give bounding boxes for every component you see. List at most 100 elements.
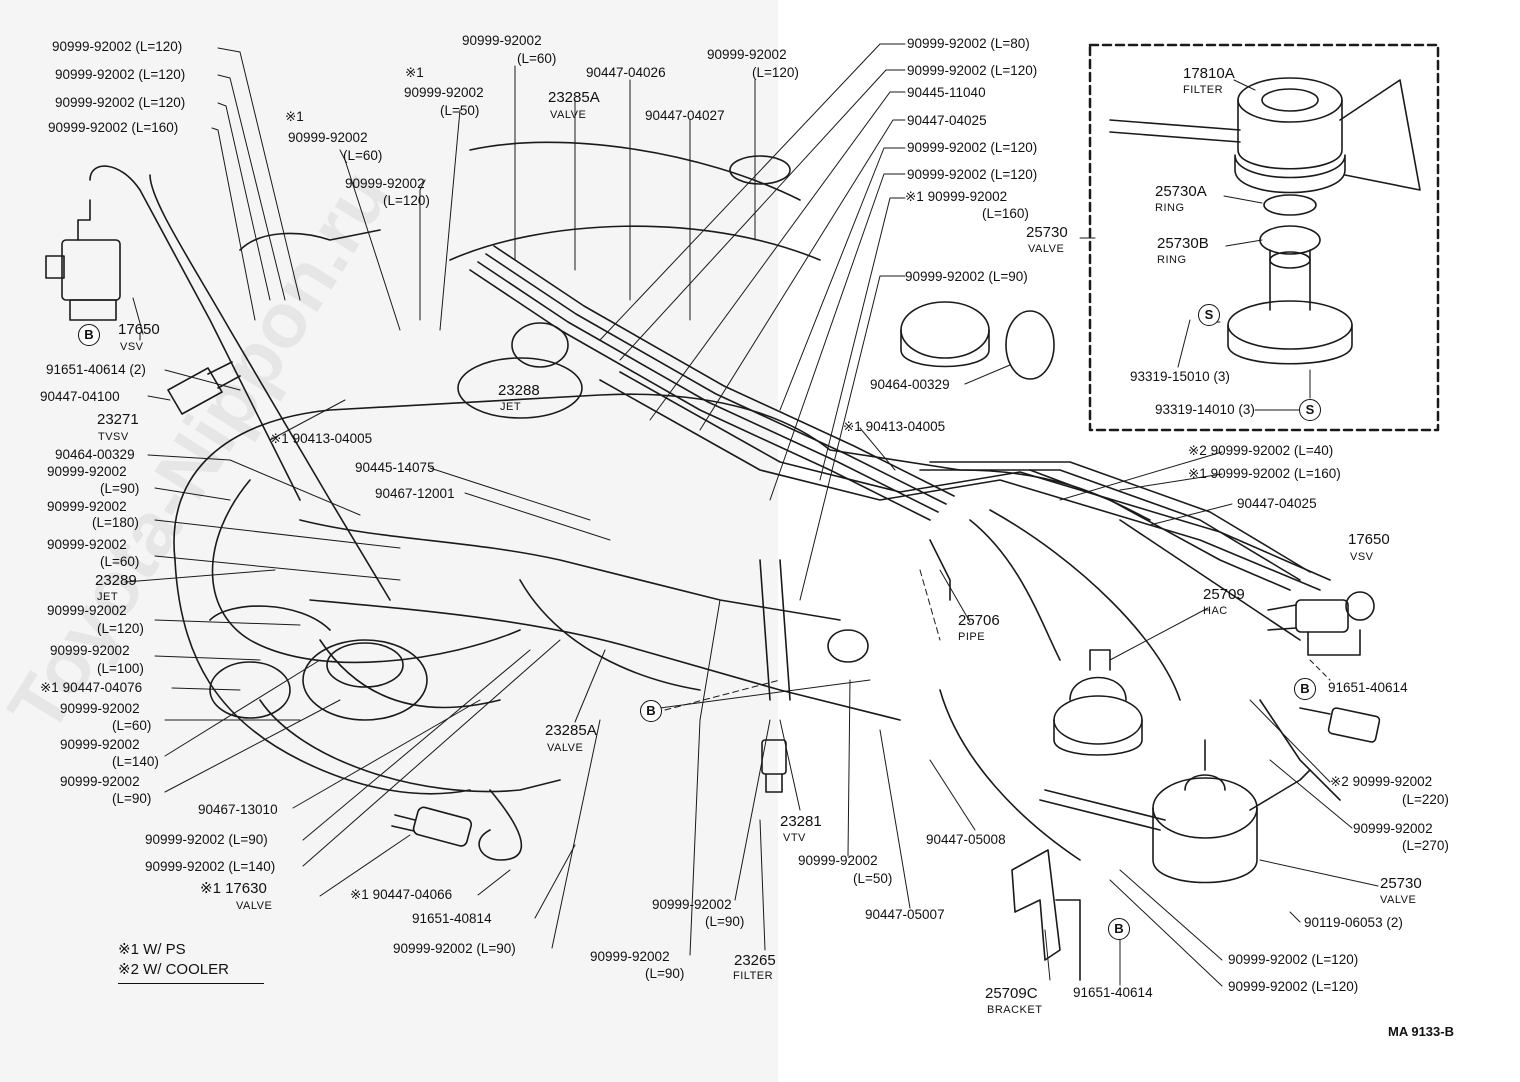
label-40614-right: 91651-40614 [1328, 680, 1408, 695]
label-hose-60b-len: (L=60) [100, 554, 140, 569]
label-04005-left: ※1 90413-04005 [270, 431, 373, 446]
label-hose-90e-len: (L=90) [705, 914, 745, 929]
label-hose-60-pn: 90999-92002 [288, 130, 368, 145]
bracket-25709c [1011, 849, 1061, 961]
label-vsv-right-pn: 17650 [1348, 531, 1390, 548]
label-hose-120-r-d: 90999-92002 (L=120) [1228, 952, 1359, 967]
label-hose-90e-pn: 90999-92002 [652, 897, 732, 912]
label-14075: 90445-14075 [355, 460, 435, 475]
label-vtv-pn: 23281 [780, 813, 822, 830]
label-filter-17810a-name: FILTER [1183, 84, 1224, 96]
label-hose-160-r-pn: ※1 90999-92002 [905, 189, 1008, 204]
label-hose-120-a: 90999-92002 (L=120) [52, 39, 183, 54]
legend-note-cooler: ※2 W/ COOLER [118, 961, 229, 978]
label-hose-120-r-c: 90999-92002 (L=120) [907, 167, 1038, 182]
label-vsv-screw: 91651-40614 (2) [46, 362, 146, 377]
marker-b-bottom: B [1108, 918, 1130, 940]
inset-ring-a [1263, 194, 1317, 216]
valve-17630-body [412, 806, 473, 847]
label-hose-160-r2: ※1 90999-92002 (L=160) [1188, 466, 1341, 481]
label-hose-60c-pn: 90999-92002 [60, 701, 140, 716]
label-11040: 90445-11040 [907, 85, 986, 100]
label-hose-120-r-a: 90999-92002 (L=120) [907, 63, 1038, 78]
label-hose-90f-pn: 90999-92002 [590, 949, 670, 964]
label-hose-270-len: (L=270) [1402, 838, 1449, 853]
label-jet-23289-pn: 23289 [95, 572, 137, 589]
inset-valve-base [1227, 300, 1353, 350]
label-filter-23265-name: FILTER [733, 970, 774, 982]
label-bracket-name: BRACKET [987, 1004, 1043, 1016]
label-hose-50b-len: (L=50) [853, 871, 893, 886]
label-jet-23288-name: JET [500, 401, 522, 413]
label-ring-25730b-pn: 25730B [1157, 235, 1209, 252]
valve-25730-lower [1152, 777, 1258, 839]
label-valve-17630-name: VALVE [236, 900, 273, 912]
label-ring-25730a-name: RING [1155, 202, 1185, 214]
label-filter-23265-pn: 23265 [734, 952, 776, 969]
label-hose-60-top-len: (L=60) [517, 51, 557, 66]
label-valve-25730-pn: 25730 [1026, 224, 1068, 241]
label-05007: 90447-05007 [865, 907, 945, 922]
label-jet-23288-pn: 23288 [498, 382, 540, 399]
label-hose-60-top-pn: 90999-92002 [462, 33, 542, 48]
vsv-left-body [61, 239, 121, 301]
label-tvsv-name: TVSV [98, 431, 129, 443]
label-hose-140-pn: 90999-92002 [60, 737, 140, 752]
label-hose-90-pn: 90999-92002 [47, 464, 127, 479]
label-hose-180-len: (L=180) [92, 515, 139, 530]
label-hose-120-r-b: 90999-92002 (L=120) [907, 140, 1038, 155]
label-ring-25730b-name: RING [1157, 254, 1187, 266]
label-hose-50-len: (L=50) [440, 103, 480, 118]
label-bracket-pn: 25709C [985, 985, 1038, 1002]
label-04027: 90447-04027 [645, 108, 725, 123]
label-hose-90c: 90999-92002 (L=90) [145, 832, 268, 847]
label-hac-name: HAC [1203, 605, 1228, 617]
label-hose-50-pn: 90999-92002 [404, 85, 484, 100]
label-hose-120-b: 90999-92002 (L=120) [55, 67, 186, 82]
label-hose-90d: 90999-92002 (L=90) [393, 941, 516, 956]
label-vsv-left-pn: 17650 [118, 321, 160, 338]
label-04066: ※1 90447-04066 [350, 887, 453, 902]
label-hose-180-pn: 90999-92002 [47, 499, 127, 514]
label-valve-23285a-pn: 23285A [548, 89, 600, 106]
inset-box [1088, 43, 1440, 432]
valve-left-canister [302, 639, 428, 721]
label-ps-mark: ※1 [285, 109, 304, 124]
label-00329-right: 90464-00329 [870, 377, 950, 392]
label-valve-25730-name: VALVE [1028, 243, 1065, 255]
label-hose-90-len: (L=90) [100, 481, 140, 496]
cap-00329 [900, 301, 990, 359]
marker-b-centre: B [640, 700, 662, 722]
label-hose-60-len: (L=60) [343, 148, 383, 163]
label-hose-120-t-pn: 90999-92002 [345, 176, 425, 191]
hac-body [1053, 695, 1143, 745]
label-hose-160: 90999-92002 (L=160) [48, 120, 179, 135]
label-hose-140b: 90999-92002 (L=140) [145, 859, 276, 874]
label-hose-120-r-e: 90999-92002 (L=120) [1228, 979, 1359, 994]
label-hose-220-pn: ※2 90999-92002 [1330, 774, 1433, 789]
marker-s-bottom: S [1299, 399, 1321, 421]
hose-loop-left [211, 479, 521, 664]
label-hose-100-pn: 90999-92002 [50, 643, 130, 658]
marker-b-left: B [78, 324, 100, 346]
label-04005-right: ※1 90413-04005 [843, 419, 946, 434]
label-hose-120d-len: (L=120) [97, 621, 144, 636]
vtv-body [761, 739, 787, 775]
label-ring-25730a-pn: 25730A [1155, 183, 1207, 200]
label-valve-23285a-b-name: VALVE [547, 742, 584, 754]
label-hose-90b-pn: 90999-92002 [60, 774, 140, 789]
label-hose-90b-len: (L=90) [112, 791, 152, 806]
air-cleaner-outline [729, 155, 791, 185]
label-05008: 90447-05008 [926, 832, 1006, 847]
label-valve-23285a-b-pn: 23285A [545, 722, 597, 739]
label-tvsv-pn: 23271 [97, 411, 139, 428]
label-vsv-left-name: VSV [120, 341, 144, 353]
vacuum-hose-long [89, 165, 301, 501]
label-jet-23289-name: JET [97, 591, 119, 603]
label-93319-15010: 93319-15010 (3) [1130, 369, 1230, 384]
label-hose-140-len: (L=140) [112, 754, 159, 769]
label-hose-120d-pn: 90999-92002 [47, 603, 127, 618]
label-hose-270-pn: 90999-92002 [1353, 821, 1433, 836]
